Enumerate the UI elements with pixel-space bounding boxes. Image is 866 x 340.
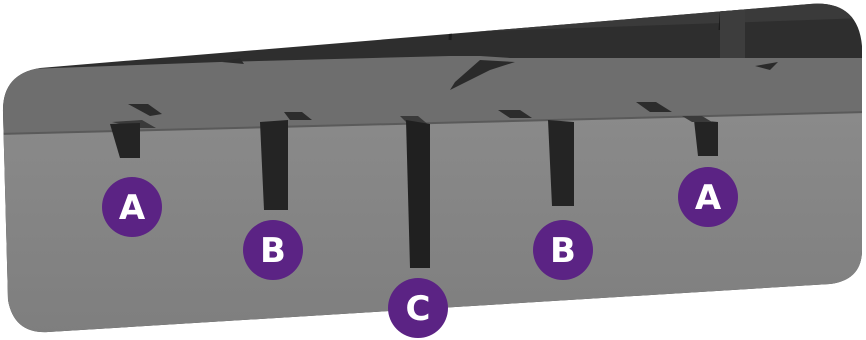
badge-a-right-label: A [695,178,722,218]
front-face [2,112,862,333]
slot-b-right [498,110,574,206]
badge-b-left: B [243,220,303,280]
badge-b-right-label: B [550,231,576,271]
slot-a-right [636,102,718,156]
badge-c-center: C [388,278,448,338]
slot-a-left [110,104,162,158]
top-surface [2,56,862,134]
badge-b-right: B [533,220,593,280]
badge-c-center-label: C [406,289,431,329]
badge-a-left-label: A [119,188,146,228]
slot-c-center [400,116,430,268]
badge-a-right: A [678,167,738,227]
badge-b-left-label: B [260,231,286,271]
slot-b-left [260,112,312,210]
badge-a-left: A [102,177,162,237]
